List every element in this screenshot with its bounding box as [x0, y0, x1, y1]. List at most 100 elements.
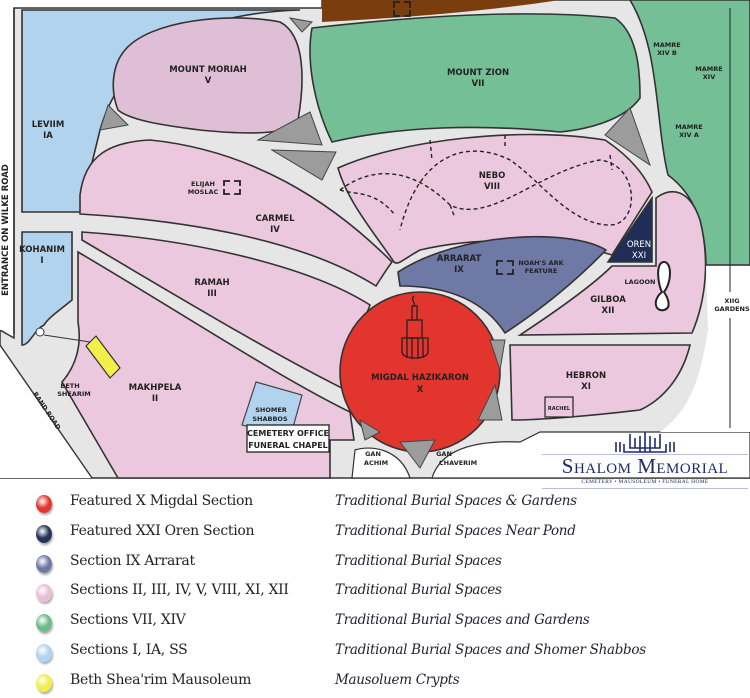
elijah-label-2: MOSLAC — [188, 188, 219, 196]
carmel-num: IV — [270, 225, 280, 235]
zion-label: MOUNT ZION — [447, 68, 509, 78]
makhpela-label: MAKHPELA — [129, 383, 182, 393]
kohanim-num: I — [40, 256, 43, 266]
traffic-island — [256, 111, 323, 146]
legend-label: Sections II, III, IV, V, VIII, XI, XII — [70, 582, 289, 599]
logo-tagline: CEMETERY • MAUSOLEUM • FUNERAL HOME — [581, 479, 709, 485]
legend-color-dot — [36, 554, 52, 573]
xiig-label: XIIG — [724, 297, 739, 305]
arrarat-num: IX — [454, 265, 464, 275]
nebo-label: NEBO — [479, 171, 506, 181]
legend-label: Featured XXI Oren Section — [70, 522, 255, 539]
xiig-num: GARDENS — [714, 305, 750, 313]
cemetery-map: ENTRANCE ON WILKE ROAD RAND ROAD LEVIIM … — [0, 0, 750, 479]
traffic-island — [604, 107, 651, 167]
brown-strip — [322, 0, 560, 22]
traffic-island — [99, 104, 130, 131]
gan-achim-area — [351, 447, 411, 479]
zion-num: VII — [472, 79, 485, 89]
lagoon-icon — [654, 260, 671, 312]
elijah-label: ELIJAH — [191, 180, 215, 188]
makhpela-num: II — [152, 394, 158, 404]
cemetery-office-marker[interactable] — [246, 424, 330, 453]
legend-item: Section IX Arrarat Traditional Burial Spa… — [0, 548, 750, 578]
legend-description: Traditional Burial Spaces Near Pond — [335, 522, 576, 539]
section-kohanim[interactable] — [21, 231, 73, 346]
gan-chaverim-label: GAN — [436, 450, 452, 458]
moriah-label: MOUNT MORIAH — [169, 65, 247, 75]
logo-name: Shalom Memorial — [561, 454, 729, 478]
office-label-2: FUNERAL CHAPEL — [248, 441, 328, 450]
gilboa-label: GILBOA — [590, 295, 626, 305]
legend-item: Featured XXI Oren Section Traditional Bur… — [0, 518, 750, 548]
traffic-island — [399, 439, 436, 469]
traffic-island — [359, 418, 382, 441]
legend-color-dot — [36, 524, 52, 543]
mamre-num: XIV — [703, 73, 715, 81]
legend-item: Sections I, IA, SS Traditional Burial Spa… — [0, 637, 750, 667]
legend-label: Featured X Migdal Section — [70, 493, 253, 509]
feature-marker-icon — [393, 1, 411, 17]
legend-description: Traditional Burial Spaces — [335, 582, 502, 599]
beth-label: BETH — [60, 382, 79, 390]
legend-label: Section IX Arrarat — [70, 552, 195, 569]
legend-item: Featured X Migdal Section Traditional Bur… — [0, 488, 750, 518]
arrarat-label: ARRARAT — [437, 254, 482, 264]
ramah-label: RAMAH — [194, 278, 229, 288]
legend-color-dot — [36, 673, 52, 692]
mamre-a-label: MAMRE — [675, 123, 702, 131]
oren-num: XXI — [632, 251, 646, 261]
section-arrarat[interactable] — [397, 235, 608, 335]
beth-label-2: SHEARIM — [57, 390, 90, 398]
legend-color-dot — [36, 614, 52, 633]
legend-item: Sections II, III, IV, V, VIII, XI, XII Tr… — [0, 577, 750, 607]
ramah-num: III — [207, 289, 217, 299]
moriah-num: V — [205, 76, 212, 86]
legend-description: Traditional Burial Spaces — [335, 552, 502, 569]
kohanim-label: KOHANIM — [19, 245, 65, 255]
leviim-num: IA — [43, 131, 53, 141]
legend-label: Sections VII, XIV — [70, 612, 186, 629]
gan-achim-label-2: ACHIM — [364, 459, 388, 467]
nebo-num: VIII — [484, 182, 500, 192]
noah-label: NOAH'S ARK — [518, 259, 564, 267]
candle-monument-icon — [401, 295, 429, 359]
legend-description: Traditional Burial Spaces and Shomer Sha… — [335, 642, 646, 658]
legend-label: Sections I, IA, SS — [70, 642, 188, 658]
migdal-label: MIGDAL HAZIKARON — [371, 373, 469, 383]
hebron-num: XI — [581, 382, 591, 392]
traffic-island — [489, 339, 506, 371]
traffic-island — [477, 383, 503, 421]
mamre-label: MAMRE — [695, 65, 722, 73]
legend-label: Beth Shea'rim Mausoleum — [70, 671, 252, 688]
legend-description: Traditional Burial Spaces & Gardens — [335, 493, 577, 509]
section-mount-zion[interactable] — [309, 13, 641, 143]
gan-chaverim-label-2: CHAVERIM — [439, 459, 477, 467]
section-carmel[interactable] — [79, 139, 394, 288]
rand-road-edge — [0, 344, 93, 479]
traffic-island — [270, 149, 337, 181]
mamre-b-num: XIV B — [657, 49, 677, 57]
noahs-ark-marker-icon — [496, 260, 514, 275]
traffic-island — [288, 17, 314, 33]
beth-shearim-mausoleum[interactable] — [85, 335, 121, 379]
legend-color-dot — [36, 644, 52, 662]
lagoon-label: LAGOON — [625, 278, 656, 286]
entrance-road-label: ENTRANCE ON WILKE ROAD — [1, 164, 11, 296]
migdal-num: X — [417, 385, 424, 395]
legend-color-dot — [36, 584, 52, 603]
rachel-label: RACHEL — [548, 406, 571, 412]
menorah-logo-icon — [615, 432, 675, 453]
white-right — [660, 266, 750, 432]
gilboa-num: XII — [602, 306, 615, 316]
elijah-moslac-marker-icon — [223, 180, 241, 195]
shomer-label-2: SHABBOS — [252, 415, 288, 423]
oren-label: OREN — [627, 240, 651, 250]
section-oren[interactable] — [606, 195, 653, 263]
carmel-label: CARMEL — [255, 214, 295, 224]
hebron-label: HEBRON — [566, 371, 606, 381]
nebo-walking-path — [339, 135, 632, 231]
shalom-memorial-logo: Shalom Memorial CEMETERY • MAUSOLEUM • F… — [540, 430, 750, 496]
